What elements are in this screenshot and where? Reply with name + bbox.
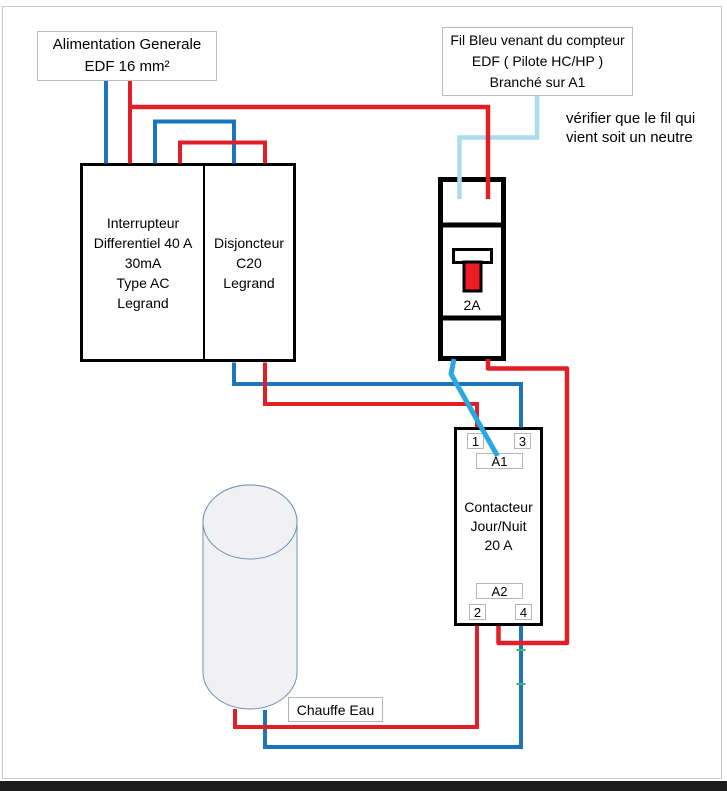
contactor-line-3: 20 A xyxy=(484,537,513,553)
mcb-line-2: C20 xyxy=(236,254,262,271)
water-heater-cylinder xyxy=(202,484,298,710)
rcd-line-1: Interrupteur xyxy=(106,214,180,231)
wire-phase-to-terminal-1 xyxy=(263,362,479,428)
wire-neutral-to-terminal-3 xyxy=(232,362,523,428)
pilot-line-1: Fil Bleu venant du compteur xyxy=(450,32,625,48)
wire-phase-to-pilot-breaker xyxy=(130,104,491,199)
contactor-terminal-4: 4 xyxy=(515,604,532,620)
contactor-terminal-3: 3 xyxy=(514,433,531,449)
mcb-line-3: Legrand xyxy=(223,274,275,291)
note-line-2: vient soit un neutre xyxy=(566,129,693,146)
contactor-terminal-2: 2 xyxy=(469,604,486,620)
rcd-line-2: Differentiel 40 A xyxy=(93,234,193,251)
wire-phase-to-heater xyxy=(233,626,479,729)
pilot-breaker-rating: 2A xyxy=(463,297,481,313)
pilot-line-3: Branché sur A1 xyxy=(489,74,586,90)
rcd-line-5: Legrand xyxy=(117,294,169,311)
supply-label-box: Alimentation Generale EDF 16 mm² xyxy=(37,31,217,81)
differential-switch: Interrupteur Differentiel 40 A 30mA Type… xyxy=(83,166,205,359)
note-line-1: vérifier que le fil qui xyxy=(566,110,696,127)
rcd-line-3: 30mA xyxy=(124,254,162,271)
connector-tick-marks xyxy=(516,649,526,685)
cylinder-top-face xyxy=(202,484,298,560)
water-heater-label-box: Chauffe Eau xyxy=(288,697,383,722)
contactor-line-2: Jour/Nuit xyxy=(470,518,527,534)
contactor-coil-a1: A1 xyxy=(476,453,523,469)
contactor-terminal-1: 1 xyxy=(467,433,484,449)
pilot-wire-label-box: Fil Bleu venant du compteur EDF ( Pilote… xyxy=(442,27,633,96)
contactor-line-1: Contacteur xyxy=(464,499,533,515)
contactor-coil-a2: A2 xyxy=(476,583,523,599)
wire-phase-to-coil-a2 xyxy=(485,359,570,646)
pilot-line-2: EDF ( Pilote HC/HP ) xyxy=(471,53,604,69)
water-heater-label: Chauffe Eau xyxy=(296,701,375,718)
wire-pilot-to-coil-a1 xyxy=(448,358,500,458)
bottom-window-edge xyxy=(0,781,727,791)
pilot-breaker-body xyxy=(438,177,506,361)
wire-phase-bridge xyxy=(178,140,267,164)
canvas-frame xyxy=(2,6,722,779)
rcd-line-4: Type AC xyxy=(116,274,170,291)
supply-line-2: EDF 16 mm² xyxy=(84,58,170,75)
neutral-check-note: vérifier que le fil qui vient soit un ne… xyxy=(566,109,695,147)
supply-line-1: Alimentation Generale xyxy=(52,36,202,53)
wire-pilot-pale-blue xyxy=(457,96,540,199)
breaker-toggle-lever xyxy=(462,260,483,293)
circuit-breaker-c20: Disjoncteur C20 Legrand xyxy=(205,166,293,359)
rcd-mcb-block: Interrupteur Differentiel 40 A 30mA Type… xyxy=(80,163,296,362)
mcb-line-1: Disjoncteur xyxy=(213,234,285,251)
